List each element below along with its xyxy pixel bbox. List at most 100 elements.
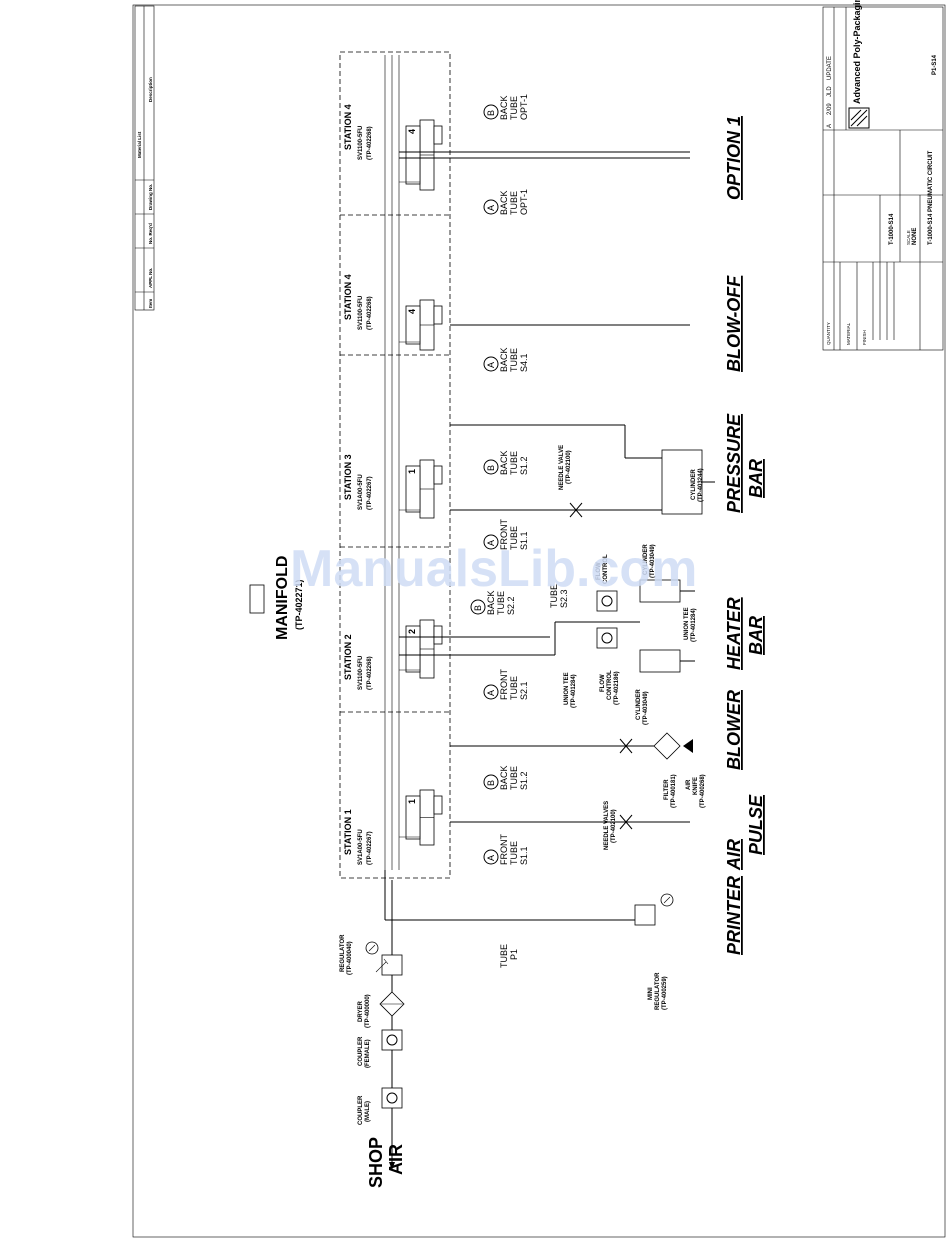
tube-line-1: BACK (499, 190, 509, 215)
needle-valve-icon-2 (619, 738, 633, 754)
tube-line-2: TUBE (509, 96, 519, 120)
title-block: A 2/09 JLD UPDATE Advanced Poly-Packagin… (822, 0, 944, 351)
function-line-1: HEATER (724, 597, 744, 670)
union-tee-label-b-2: (TP-401284) (691, 608, 697, 642)
shop-air-label-1: SHOP (366, 1137, 386, 1188)
tube-p1-label-2: P1 (509, 949, 519, 960)
supply-line (365, 870, 674, 1170)
station-valve: SV1100-5FU (358, 126, 364, 160)
port-circle-icon (483, 459, 499, 475)
tube-line-3: S4.1 (519, 353, 529, 372)
port-circle-icon (483, 356, 499, 372)
valve-number: 1 (407, 799, 417, 804)
tube-line-1: BACK (499, 347, 509, 372)
manifold-symbol-icon (249, 584, 265, 614)
union-tee-label-b-1: UNION TEE (684, 607, 690, 640)
port-circle-icon (483, 849, 499, 865)
cylinder3-label-2: (TP-403244) (698, 468, 704, 502)
tube-line-1: BACK (499, 765, 509, 790)
port-letter: B (486, 110, 496, 116)
solenoid-valve-icon (399, 459, 443, 519)
regulator-icon (381, 954, 403, 976)
station-part: (TP-402268) (367, 126, 373, 160)
station-valve: SV1A00-5FU (358, 829, 364, 865)
coupler-male-label-2: (MALE) (365, 1101, 371, 1122)
air-knife-label-1: AIR (686, 779, 692, 790)
flow-control-icon-1 (596, 627, 618, 649)
sheet-no: P1-S14 (932, 54, 938, 75)
port-circle-icon (483, 684, 499, 700)
ml-col-item: Item (148, 299, 153, 308)
tube-line-2: TUBE (509, 451, 519, 475)
cylinder-label-b-2: (TP-403049) (650, 544, 656, 578)
station-name: STATION 4 (343, 274, 353, 320)
cylinder-label-b-1: CYLINDER (643, 544, 649, 575)
coupler-male-label-1: COUPLER (358, 1095, 364, 1125)
flow-control-label-3: (TP-402186) (614, 671, 620, 705)
filter-label-1: FILTER (664, 779, 670, 800)
function-line-1: OPTION 1 (724, 116, 744, 200)
needle-valves-label-2: (TP-402100) (611, 809, 617, 843)
tube-line-1: BACK (499, 95, 509, 120)
cylinder-label-1: CYLINDER (636, 689, 642, 720)
port-circle-icon (483, 534, 499, 550)
rev-desc: UPDATE (827, 56, 833, 80)
valve-number: 1 (407, 469, 417, 474)
valve-number: 4 (407, 309, 417, 314)
watermark: ManualsLib.com (290, 540, 697, 598)
station-4: STATION 4 SV1100-5FU(TP-402268) 4 (343, 274, 443, 351)
needle-valve-label-2: (TP-402100) (566, 450, 572, 484)
rev-date: 2/09 (827, 103, 833, 115)
tube-line-1: BACK (486, 590, 496, 615)
material-list: Material List Item APPL No. No. Req'd Dr… (134, 5, 155, 311)
tube-s23-label-1: TUBE (549, 584, 559, 608)
port-letter: A (486, 362, 496, 368)
air-knife-icon (683, 739, 693, 753)
tube-line-1: FRONT (499, 834, 509, 865)
union-tee-label-1: UNION TEE (564, 672, 570, 705)
finish-label: FINISH (862, 330, 867, 345)
station-part: (TP-402268) (367, 296, 373, 330)
port-letter: A (486, 855, 496, 861)
mini-regulator-icon (634, 904, 656, 926)
rev-letter: A (827, 124, 833, 128)
flow-control-icon-2 (596, 590, 618, 612)
function-label-3: BLOWER (724, 690, 744, 770)
dryer-label-1: DRYER (358, 1001, 364, 1022)
tube-line-2: TUBE (509, 191, 519, 215)
drawing-no: T-1000-S14 (889, 213, 895, 245)
flow-control-label-1: FLOW (600, 674, 606, 692)
solenoid-valve-icon (399, 119, 443, 191)
port-letter: A (486, 690, 496, 696)
function-line-2: PULSE (746, 794, 766, 855)
regulator-label-2: (TP-400040) (347, 941, 353, 975)
tube-line-1: BACK (499, 450, 509, 475)
tube-s23-label-2: S2.3 (559, 589, 569, 608)
regulator-label-1: REGULATOR (340, 934, 346, 972)
coupler-female-icon (381, 1029, 403, 1051)
solenoid-valve-icon (399, 619, 443, 679)
sheet-border (132, 4, 946, 1238)
function-line-1: BLOWER (724, 690, 744, 770)
needle-valve-icon (619, 814, 633, 830)
port-circle-icon (483, 774, 499, 790)
function-label-6: BLOW-OFF (724, 275, 744, 372)
solenoid-valve-icon (399, 299, 443, 351)
station-valve: SV1100-5FU (358, 296, 364, 330)
shop-air-label-2: AIR (386, 1144, 406, 1175)
function-line-1: PRINTER (724, 876, 744, 955)
cylinder3-label-1: CYLINDER (691, 469, 697, 500)
function-label-7: OPTION 1 (724, 116, 744, 200)
station-part: (TP-402268) (367, 656, 373, 690)
coupler-male-icon (381, 1087, 403, 1109)
union-tee-label-2: (TP-401284) (571, 674, 577, 708)
